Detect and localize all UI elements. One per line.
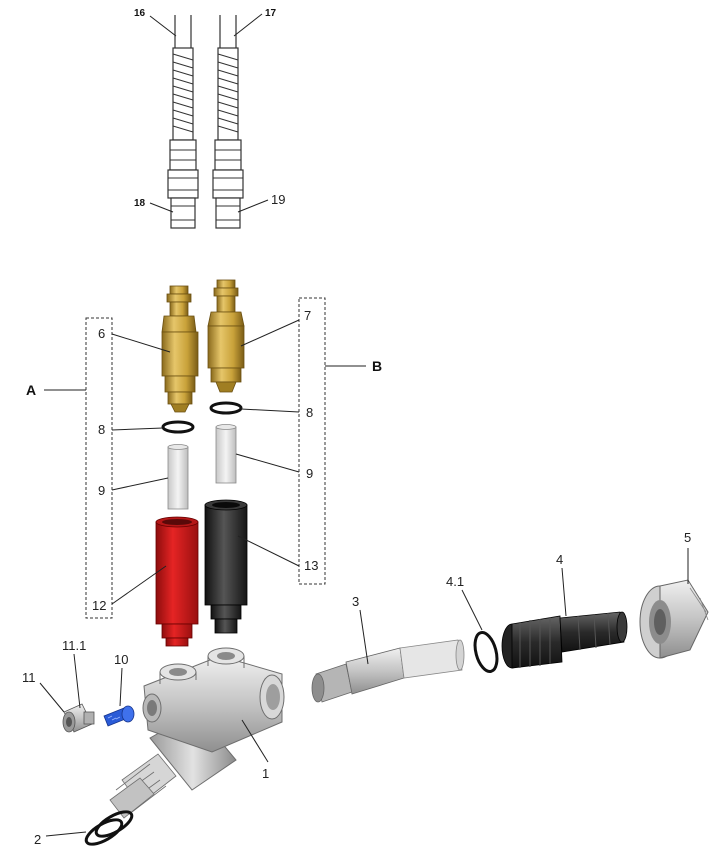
callout-5: 5	[684, 530, 691, 545]
leader-8-left	[111, 427, 164, 431]
callout-4-1: 4.1	[446, 574, 464, 589]
group-b-box	[298, 297, 326, 585]
callout-10: 10	[114, 652, 128, 667]
leader-18	[149, 202, 174, 213]
gun-body-1	[109, 647, 285, 819]
callout-1: 1	[262, 766, 269, 781]
callout-12: 12	[92, 598, 106, 613]
callout-13: 13	[304, 558, 318, 573]
plug-11	[62, 703, 95, 733]
leader-10	[119, 667, 123, 707]
blue-screw-10	[103, 705, 135, 727]
leader-16	[149, 15, 177, 37]
callout-9-left: 9	[98, 483, 105, 498]
black-sleeve-13	[204, 499, 248, 634]
callout-11-1: 11.1	[62, 638, 86, 653]
callout-16: 16	[134, 8, 146, 19]
sleeve-9-right	[215, 424, 237, 484]
leader-11-1	[73, 653, 81, 709]
callout-11: 11	[22, 670, 36, 685]
leader-12	[111, 565, 167, 605]
brass-coupling-7	[207, 279, 245, 393]
group-b-label: B	[372, 358, 382, 374]
callout-18: 18	[134, 198, 146, 209]
leader-3	[359, 609, 369, 665]
leader-11	[39, 682, 65, 713]
brass-coupling-6	[161, 285, 199, 413]
hose-right	[212, 15, 244, 229]
leader-19	[237, 199, 269, 213]
callout-6: 6	[98, 326, 105, 341]
leader-1	[241, 719, 269, 763]
o-ring-2b	[94, 810, 134, 838]
callout-17: 17	[265, 8, 277, 19]
callout-4: 4	[556, 552, 563, 567]
nut-5	[639, 579, 709, 659]
leader-6	[111, 333, 171, 353]
callout-9-right: 9	[306, 466, 313, 481]
callout-19: 19	[271, 192, 285, 207]
leader-8-right	[240, 408, 300, 413]
leader-7	[240, 319, 300, 347]
leader-4	[561, 567, 567, 617]
leader-4-1	[461, 589, 483, 631]
callout-2: 2	[34, 832, 41, 847]
leader-9-left	[111, 477, 169, 491]
dark-fitting-4	[501, 611, 628, 669]
callout-7: 7	[304, 308, 311, 323]
o-ring-8-left	[161, 420, 195, 434]
group-a-box	[85, 317, 113, 619]
leader-2	[45, 831, 87, 837]
sleeve-9-left	[167, 444, 189, 510]
leader-17	[233, 13, 263, 37]
callout-3: 3	[352, 594, 359, 609]
callout-8-right: 8	[306, 405, 313, 420]
o-ring-4-1	[473, 631, 499, 673]
tube-3	[311, 639, 465, 703]
callout-8-left: 8	[98, 422, 105, 437]
leader-9-right	[235, 453, 300, 473]
group-a-label: A	[26, 382, 36, 398]
hose-left	[167, 15, 199, 229]
o-ring-8-right	[209, 401, 243, 415]
leader-13	[237, 535, 300, 567]
red-sleeve-12	[155, 516, 199, 647]
